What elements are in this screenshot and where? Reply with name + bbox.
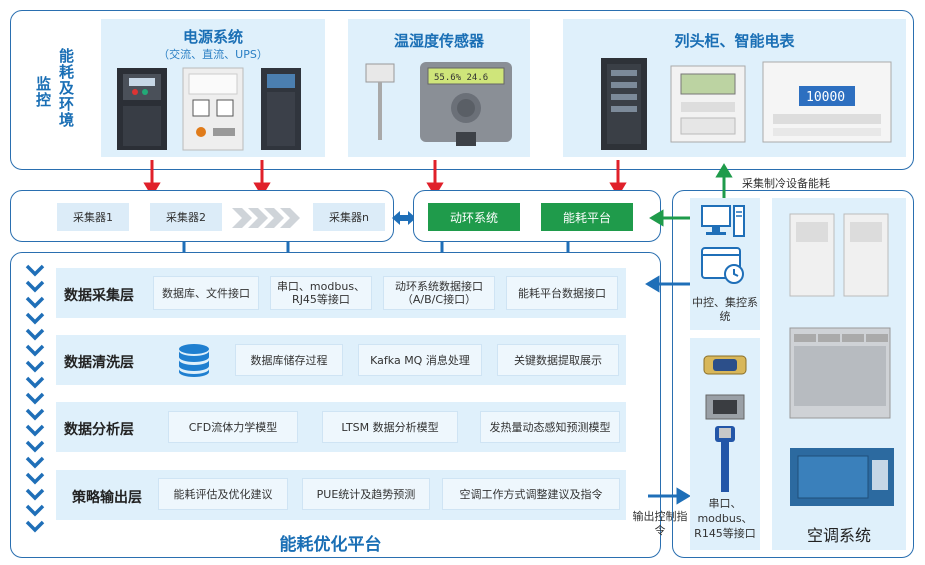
collector-2[interactable]: 采集器2 bbox=[150, 203, 222, 231]
cell-cfd: CFD流体力学模型 bbox=[168, 411, 298, 443]
platform-title: 能耗优化平台 bbox=[279, 535, 382, 555]
computer-icon bbox=[701, 205, 745, 237]
vga-port-icon bbox=[703, 355, 747, 375]
chevrons-icon bbox=[232, 208, 300, 228]
collector-1[interactable]: 采集器1 bbox=[57, 203, 129, 231]
donghuan-system-box[interactable]: 动环系统 bbox=[428, 203, 520, 231]
nenghao-platform-box[interactable]: 能耗平台 bbox=[541, 203, 633, 231]
monitor-label-col2: 监控 bbox=[34, 76, 52, 108]
down-chevrons-column bbox=[25, 264, 45, 533]
rj45-port-icon bbox=[705, 394, 745, 420]
cabinet-devices-image: 10000 bbox=[601, 58, 892, 150]
control-system-label: 中控、集控系统 bbox=[692, 296, 758, 323]
cell-key-data: 关键数据提取展示 bbox=[497, 344, 619, 376]
meter-display-text: 10000 bbox=[806, 90, 845, 105]
cabinet-title: 列头柜、智能电表 bbox=[674, 32, 795, 50]
cell-nenghao-interface: 能耗平台数据接口 bbox=[506, 276, 618, 310]
collect-cooling-label: 采集制冷设备能耗 bbox=[742, 177, 830, 190]
database-icon bbox=[179, 344, 209, 377]
serial-cable-icon bbox=[715, 426, 735, 492]
power-subtitle: （交流、直流、UPS） bbox=[158, 48, 268, 61]
output-control-label: 输出控制指令 bbox=[632, 510, 688, 537]
cell-serial-interface: 串口、modbus、RJ45等接口 bbox=[270, 276, 372, 310]
cell-ltsm: LTSM 数据分析模型 bbox=[322, 411, 458, 443]
power-devices-image bbox=[117, 67, 301, 151]
cell-energy-assess: 能耗评估及优化建议 bbox=[158, 478, 288, 510]
interface-label: 串口、modbus、R145等接口 bbox=[694, 497, 756, 540]
collector-n[interactable]: 采集器n bbox=[313, 203, 385, 231]
ac-units-image bbox=[789, 213, 894, 506]
cell-donghuan-interface: 动环系统数据接口（A/B/C接口） bbox=[383, 276, 495, 310]
cell-db-procedure: 数据库储存过程 bbox=[235, 344, 343, 376]
double-arrow-icon bbox=[392, 211, 416, 225]
layer-analysis-title: 数据分析层 bbox=[64, 422, 134, 438]
power-title: 电源系统 bbox=[182, 28, 243, 46]
monitor-label-col1: 能耗及环境 bbox=[57, 48, 75, 128]
cell-kafka: Kafka MQ 消息处理 bbox=[358, 344, 482, 376]
layer-clean-title: 数据清洗层 bbox=[64, 355, 134, 371]
layer-collect-title: 数据采集层 bbox=[64, 288, 134, 304]
cell-ac-advice: 空调工作方式调整建议及指令 bbox=[442, 478, 620, 510]
sensor-title: 温湿度传感器 bbox=[393, 32, 484, 50]
sensor-display-text: 55.6% 24.6 bbox=[434, 73, 488, 83]
cell-pue: PUE统计及趋势预测 bbox=[302, 478, 430, 510]
sensor-devices-image: 55.6% 24.6 bbox=[365, 62, 512, 146]
cell-heat-predict: 发热量动态感知预测模型 bbox=[480, 411, 620, 443]
dashboard-clock-icon bbox=[701, 247, 744, 284]
layer-output-title: 策略输出层 bbox=[72, 490, 142, 506]
ac-system-label: 空调系统 bbox=[806, 526, 871, 545]
cell-db-file-interface: 数据库、文件接口 bbox=[153, 276, 259, 310]
